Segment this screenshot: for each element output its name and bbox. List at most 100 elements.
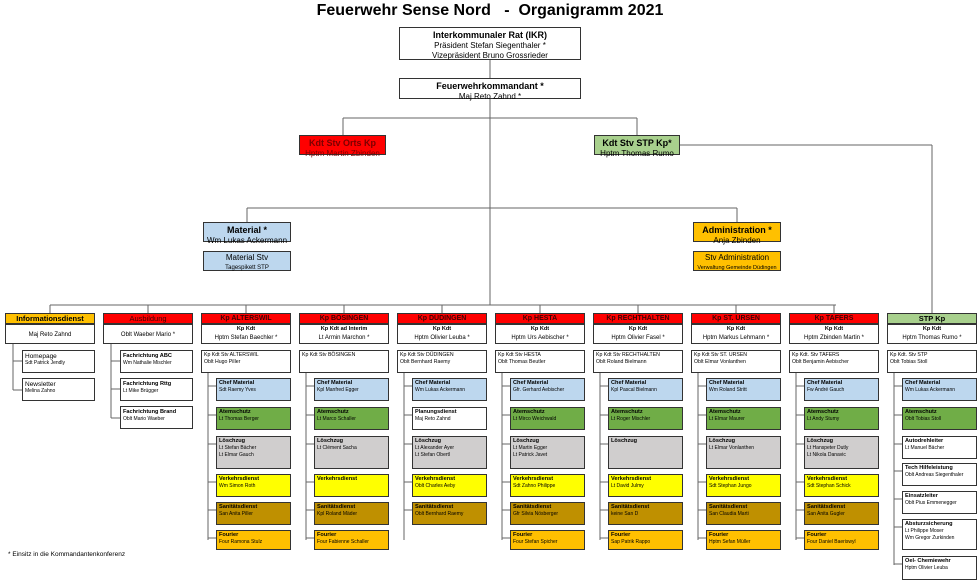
company-role-verkehrsdienst: Verkehrsdienst Wm Simon Roth xyxy=(216,474,291,497)
role-title: Sanitätsdienst xyxy=(611,504,650,510)
ausbildung-item-name: Lt Mike Brügger xyxy=(123,388,159,394)
company-deputy-name: Oblt Elmar Vonlanthen xyxy=(694,359,746,365)
company-role-atemschutz: Atemschutz Lt Andy Stumy xyxy=(804,407,879,430)
admin-title: Administration * xyxy=(702,225,772,235)
company-deputy-name: Oblt Roland Bielmann xyxy=(596,359,647,365)
role-person: Wm Simon Roth xyxy=(219,483,256,489)
company-role-atemschutz: Atemschutz Lt Marco Schaller xyxy=(314,407,389,430)
company-role-löschzug: Löschzug Lt Clément Sacha xyxy=(314,436,389,469)
role-title: Atemschutz xyxy=(219,409,251,415)
role-person: Sdt Stephan Jungo xyxy=(709,483,752,489)
company-header: Kp DÜDINGEN xyxy=(397,313,487,324)
role-title: Chef Material xyxy=(611,380,647,386)
role-person-2: Lt Stefan Obertl xyxy=(415,452,451,458)
company-deputy-label: Kp Kdt Stv RECHTHALTEN xyxy=(596,352,660,358)
company-role-chef-material: Chef Material Gfr. Gerhard Aebischer xyxy=(510,378,585,401)
company-role-verkehrsdienst: Verkehrsdienst xyxy=(314,474,389,497)
admin-box: Administration * Anja Zbinden xyxy=(693,222,781,245)
stp-role-oel-chemiewehr: Oel- Chemiewehr Hptm Olivier Leuba xyxy=(902,556,977,580)
company-role-fourier: Fourier Four Daniel Baeriswyl xyxy=(804,530,879,550)
company-deputy-label: Kp Kdt Stv DÜDINGEN xyxy=(400,352,454,358)
stp-role-atemschutz: Atemschutz Oblt Tobias Stoll xyxy=(902,407,977,430)
admin-stv-title: Stv Administration xyxy=(704,253,770,262)
commander-title: Feuerwehrkommandant * xyxy=(436,81,544,91)
ausbildung-item-title: Fachrichtung ABC xyxy=(123,353,172,359)
role-title: Oel- Chemiewehr xyxy=(905,558,951,564)
company-deputy-label: Kp Kdt Stv ST. URSEN xyxy=(694,352,748,358)
stp-role-chef-material: Chef Material Wm Lukas Ackermann xyxy=(902,378,977,401)
company-commander-name: Hptm Markus Lehmann * xyxy=(702,335,770,341)
role-person: San Anita Gugler xyxy=(807,511,845,517)
admin-stv-name: Verwaltung Gemeinde Düdingen xyxy=(697,265,777,271)
role-title: Löschzug xyxy=(709,438,736,444)
role-person: Four Stefan Spicher xyxy=(513,539,558,545)
company-role-löschzug: Löschzug Lt Elmar Vonlanthen xyxy=(706,436,781,469)
role-person: Oblt Andreas Siegenthaler xyxy=(905,472,964,478)
company-deputy-label: Kp Kdt Stv ALTERSWIL xyxy=(204,352,259,358)
role-title: Löschzug xyxy=(415,438,442,444)
role-person-2: Lt Nikola Danavic xyxy=(807,452,846,458)
role-person: Lt Elmar Maurer xyxy=(709,416,745,422)
company-commander-name: Lt Armin Marchon * xyxy=(318,335,370,341)
role-person: Oblt Charles Aeby xyxy=(415,483,456,489)
role-person: Lt Alexander Ayer xyxy=(415,445,455,451)
role-person: Lt David Julmy xyxy=(611,483,644,489)
company-commander-name: Hptm Stefan Baechler * xyxy=(214,335,278,341)
deputy-orts-title: Kdt Stv Orts Kp xyxy=(308,138,376,148)
role-title: Planungsdienst xyxy=(415,409,457,415)
role-person: Lt Thomas Berger xyxy=(219,416,259,422)
company-role-sanitätsdienst: Sanitätsdienst Oblt Bernhard Raemy xyxy=(412,502,487,525)
role-title: Einsatzleiter xyxy=(905,493,938,499)
role-person: Oblt Pius Emmenegger xyxy=(905,500,957,506)
company-role-chef-material: Chef Material Fw André Gauch xyxy=(804,378,879,401)
role-person: Lt Martin Egger xyxy=(513,445,548,451)
ausbildung-item-name: Wm Nathalie Mischler xyxy=(123,360,172,366)
role-person: Four Fabienne Schaller xyxy=(317,539,369,545)
role-person: Lt Mirco Weichwald xyxy=(513,416,557,422)
role-title: Tech Hilfeleistung xyxy=(905,465,953,471)
company-commander-label: Kp Kdt xyxy=(530,326,550,332)
company-commander-name: Hptm Olivier Leuba * xyxy=(414,335,470,341)
company-deputy: Kp Kdt Stv BÖSINGEN xyxy=(299,350,389,373)
role-title: Sanitätsdienst xyxy=(317,504,356,510)
role-person: Fw André Gauch xyxy=(807,387,845,393)
company-commander-label: Kp Kdt xyxy=(432,326,452,332)
company-role-löschzug: Löschzug Lt Alexander Ayer Lt Stefan Obe… xyxy=(412,436,487,469)
company-role-sanitätsdienst: Sanitätsdienst Kpl Roland Mäder xyxy=(314,502,389,525)
role-title: Sanitätsdienst xyxy=(415,504,454,510)
role-title: Verkehrsdienst xyxy=(709,476,750,482)
role-person: Lt Hanspeter Dutly xyxy=(807,445,849,451)
company-commander-label: Kp Kdt xyxy=(726,326,746,332)
role-person: Lt Philippe Moser xyxy=(905,528,944,534)
role-person: Lt Elmar Vonlanthen xyxy=(709,445,755,451)
role-title: Löschzug xyxy=(513,438,540,444)
deputy-orts-name: Hptm Martin Zbinden xyxy=(305,148,380,158)
company-role-verkehrsdienst: Verkehrsdienst Sdt Stephan Schick xyxy=(804,474,879,497)
role-person: Lt Roger Mischler xyxy=(611,416,651,422)
role-person: Lt Stefan Bächer xyxy=(219,445,257,451)
material-stv-box: Material Stv Tagespikett STP xyxy=(203,251,291,271)
ikr-title: Interkommunaler Rat (IKR) xyxy=(432,30,548,40)
role-person: Oblt Bernhard Raemy xyxy=(415,511,464,517)
company-commander-label: Kp Kdt xyxy=(824,326,844,332)
role-person: Wm Lukas Ackermann xyxy=(905,387,956,393)
material-title: Material * xyxy=(226,225,268,235)
role-person: Gfr Silvia Nösberger xyxy=(513,511,559,517)
material-stv-name: Tagespikett STP xyxy=(225,265,269,271)
role-person: Sdt Raemy Yves xyxy=(219,387,256,393)
role-title: Verkehrsdienst xyxy=(611,476,652,482)
role-person-2: Wm Gregor Zurkinden xyxy=(905,535,955,541)
company-role-löschzug: Löschzug xyxy=(608,436,683,469)
